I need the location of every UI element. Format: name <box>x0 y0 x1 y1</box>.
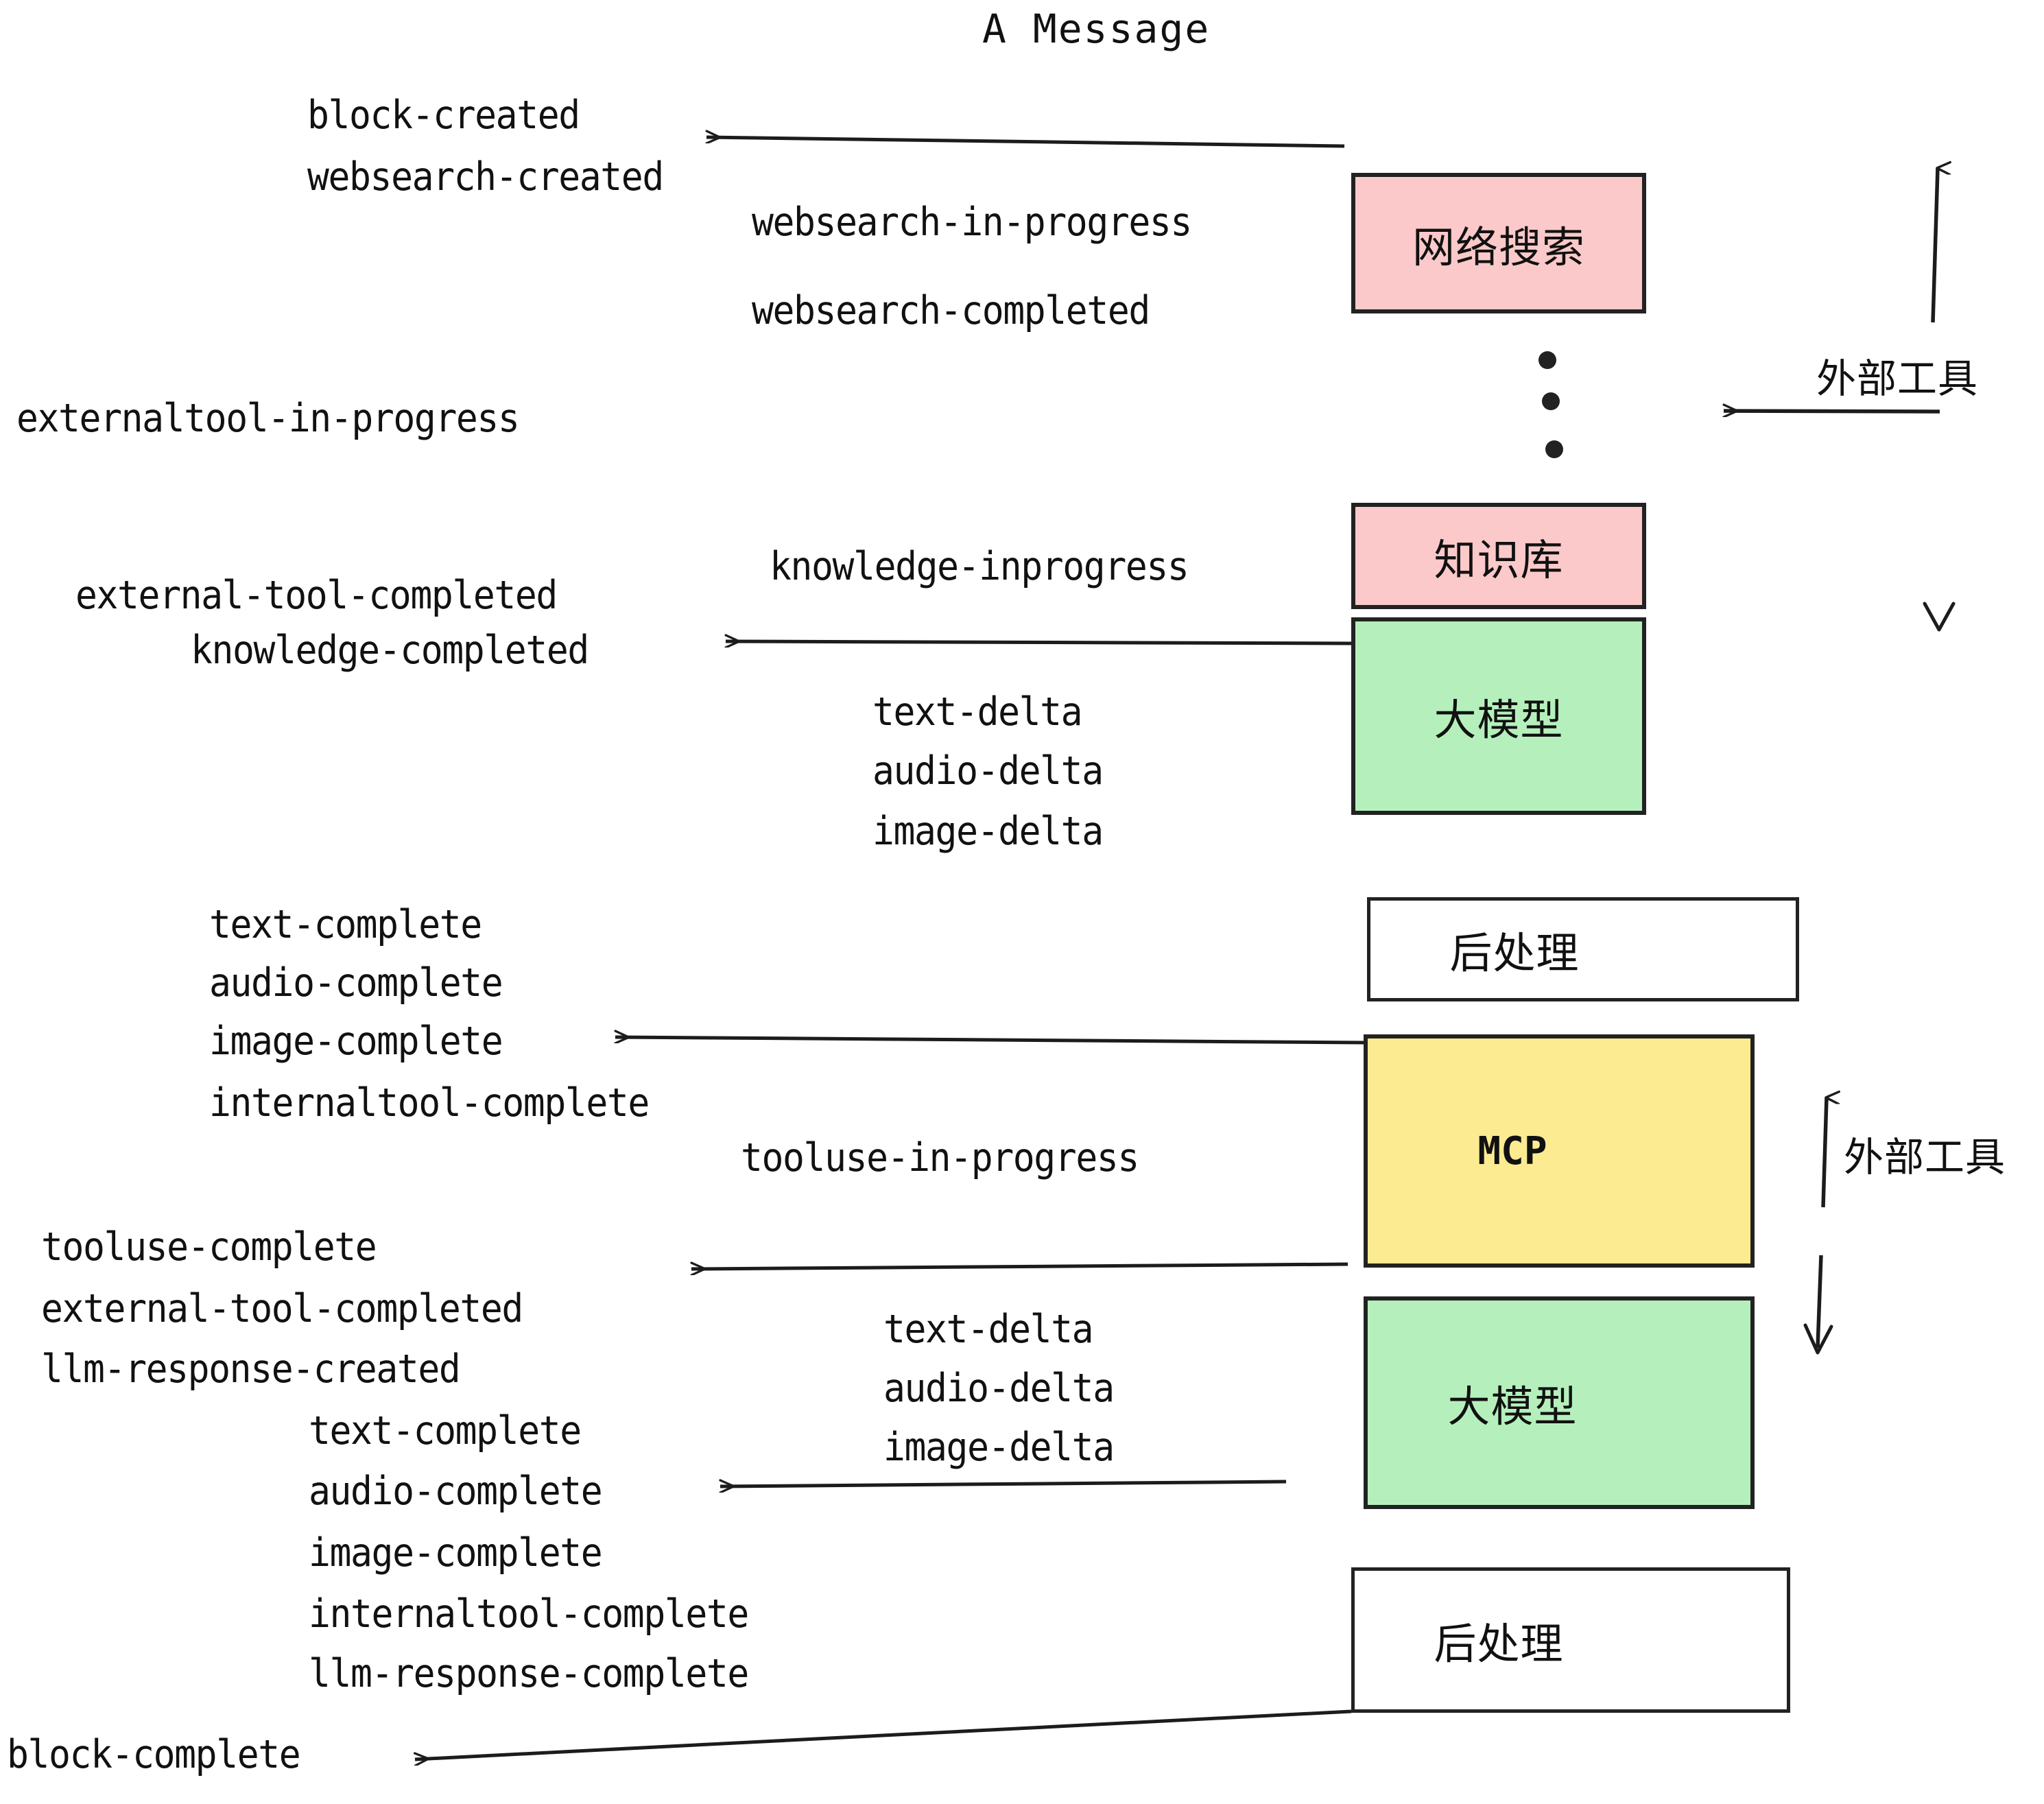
external-tool-arrow-up-top <box>1931 168 1938 323</box>
external-tool-arrow-down-bottom <box>1816 1255 1823 1349</box>
arrow-websearch-to-created <box>706 137 1345 148</box>
box-postprocess-2-label: 后处理 <box>1434 1619 1564 1669</box>
event-websearch-created: websearch-created <box>307 154 664 200</box>
event-internaltool-complete-1: internaltool-complete <box>209 1080 650 1126</box>
event-image-complete-1: image-complete <box>209 1019 503 1064</box>
box-postprocess-2[interactable]: 后处理 <box>1351 1567 1790 1713</box>
ellipsis-dot-1 <box>1538 351 1556 369</box>
ellipsis-dot-3 <box>1545 440 1563 458</box>
diagram-title: A Message <box>982 5 1211 52</box>
event-image-complete-2: image-complete <box>309 1530 603 1576</box>
box-llm-2[interactable]: 大模型 <box>1364 1296 1755 1509</box>
box-web-search-label: 网络搜索 <box>1412 222 1585 272</box>
box-knowledge-base-label: 知识库 <box>1434 534 1564 585</box>
arrow-postprocess1-to-image-complete <box>615 1037 1366 1045</box>
box-knowledge-base[interactable]: 知识库 <box>1351 503 1646 609</box>
event-text-delta-2: text-delta <box>883 1307 1094 1352</box>
box-llm-2-label: 大模型 <box>1447 1381 1578 1432</box>
box-llm-1-label: 大模型 <box>1434 695 1564 745</box>
event-block-complete: block-complete <box>7 1732 301 1777</box>
box-web-search[interactable]: 网络搜索 <box>1351 173 1646 313</box>
box-postprocess-1-label: 后处理 <box>1449 928 1580 978</box>
event-audio-delta-1: audio-delta <box>872 748 1104 794</box>
event-websearch-in-progress: websearch-in-progress <box>752 200 1192 245</box>
event-knowledge-inprogress: knowledge-inprogress <box>770 544 1189 589</box>
event-llm-response-complete: llm-response-complete <box>309 1651 749 1696</box>
external-tool-arrow-down-top <box>1724 411 1940 412</box>
event-image-delta-1: image-delta <box>872 809 1104 854</box>
arrow-llm2-to-audio-complete <box>720 1482 1287 1486</box>
event-tooluse-complete: tooluse-complete <box>41 1224 377 1270</box>
event-internaltool-complete-2: internaltool-complete <box>309 1591 749 1637</box>
event-tooluse-in-progress: tooluse-in-progress <box>741 1135 1139 1180</box>
ellipsis-dot-2 <box>1542 392 1560 410</box>
external-tool-arrowhead-down-bottom <box>1803 1323 1833 1355</box>
box-mcp-label: MCP <box>1477 1128 1547 1174</box>
arrow-postprocess2-to-block-complete <box>415 1709 1352 1759</box>
external-tool-label-top: 外部工具 <box>1816 355 1979 402</box>
event-image-delta-2: image-delta <box>883 1425 1115 1470</box>
event-block-created: block-created <box>307 93 580 138</box>
arrow-knowledge-to-completed <box>726 641 1352 643</box>
arrow-mcp-to-tooluse-complete <box>691 1264 1348 1269</box>
event-text-delta-1: text-delta <box>872 689 1083 735</box>
external-tool-arrowhead-down-top <box>1923 602 1956 632</box>
external-tool-label-bottom: 外部工具 <box>1844 1134 2006 1180</box>
event-text-complete-1: text-complete <box>209 902 482 947</box>
event-knowledge-completed: knowledge-completed <box>191 628 589 673</box>
event-text-complete-2: text-complete <box>309 1408 582 1453</box>
event-websearch-completed: websearch-completed <box>752 288 1150 333</box>
box-postprocess-1[interactable]: 后处理 <box>1367 897 1799 1001</box>
event-llm-response-created: llm-response-created <box>41 1346 461 1392</box>
event-external-tool-completed-1: external-tool-completed <box>75 573 558 618</box>
box-mcp[interactable]: MCP <box>1364 1034 1755 1268</box>
event-external-tool-completed-2: external-tool-completed <box>41 1286 523 1331</box>
event-audio-complete-2: audio-complete <box>309 1469 603 1514</box>
box-llm-1[interactable]: 大模型 <box>1351 617 1646 815</box>
event-audio-complete-1: audio-complete <box>209 960 503 1006</box>
external-tool-arrow-up-bottom <box>1821 1097 1827 1208</box>
event-audio-delta-2: audio-delta <box>883 1366 1115 1411</box>
event-externaltool-in-progress: externaltool-in-progress <box>16 396 520 441</box>
